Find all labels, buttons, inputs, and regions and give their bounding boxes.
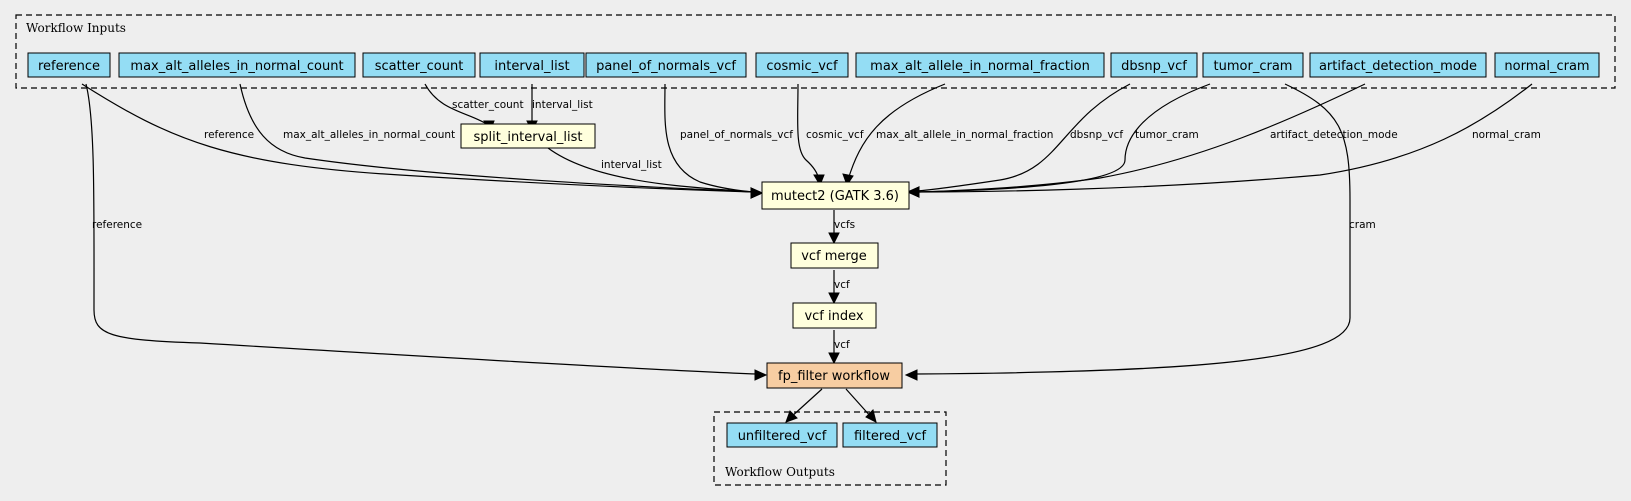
edge-split-interval-mutect xyxy=(547,147,754,193)
step-nodes: split_interval_list mutect2 (GATK 3.6) v… xyxy=(460,123,910,389)
edge-label-tumor-cram: tumor_cram xyxy=(1135,129,1199,141)
edge-label-max-alt-allele-fraction: max_alt_allele_in_normal_fraction xyxy=(876,129,1053,141)
workflow-outputs-cluster: Workflow Outputs xyxy=(713,411,947,486)
edge-label-cosmic-vcf: cosmic_vcf xyxy=(806,129,864,141)
arrowhead xyxy=(842,173,854,187)
edge-label-cram: cram xyxy=(1349,219,1376,231)
arrowhead xyxy=(828,232,840,245)
edges: scatter_count interval_list reference ma… xyxy=(81,83,1541,423)
node-label: max_alt_alleles_in_normal_count xyxy=(130,59,343,74)
input-nodes: reference max_alt_alleles_in_normal_coun… xyxy=(27,52,1600,78)
edge-label-vcf-index: vcf xyxy=(834,339,850,351)
node-fp-filter-workflow[interactable]: fp_filter workflow xyxy=(766,362,903,389)
node-filtered-vcf[interactable]: filtered_vcf xyxy=(842,422,938,448)
node-vcf-merge[interactable]: vcf merge xyxy=(790,242,879,269)
node-interval-list[interactable]: interval_list xyxy=(479,52,585,78)
node-label: cosmic_vcf xyxy=(766,59,838,74)
node-tumor-cram[interactable]: tumor_cram xyxy=(1202,52,1304,78)
edge-cosmic-vcf xyxy=(797,83,820,181)
edge-label-normal-cram: normal_cram xyxy=(1472,129,1541,141)
edge-label-interval-list: interval_list xyxy=(532,99,593,111)
node-label: split_interval_list xyxy=(473,130,582,145)
node-label: vcf merge xyxy=(801,249,867,264)
arrowhead xyxy=(785,410,798,423)
edge-tumor-cram xyxy=(916,83,1211,193)
node-label: artifact_detection_mode xyxy=(1319,59,1477,74)
workflow-outputs-title: Workflow Outputs xyxy=(725,465,835,479)
node-label: panel_of_normals_vcf xyxy=(596,59,736,74)
edge-artifact-detection-mode xyxy=(916,83,1366,193)
edge-fp-filtered xyxy=(845,388,873,419)
node-split-interval-list[interactable]: split_interval_list xyxy=(460,123,596,149)
edge-max-alt-alleles-count xyxy=(239,83,754,193)
node-label: vcf index xyxy=(804,309,863,324)
node-cosmic-vcf[interactable]: cosmic_vcf xyxy=(755,52,849,78)
arrowhead xyxy=(906,186,920,198)
edge-label-artifact-detection-mode: artifact_detection_mode xyxy=(1270,129,1398,141)
edge-cram-fp xyxy=(915,83,1351,375)
arrowhead xyxy=(754,369,768,381)
node-label: scatter_count xyxy=(375,59,464,74)
node-max-alt-allele-in-normal-fraction[interactable]: max_alt_allele_in_normal_fraction xyxy=(855,52,1105,78)
node-label: filtered_vcf xyxy=(854,429,927,444)
arrowhead xyxy=(904,369,918,381)
edge-max-alt-allele-fraction xyxy=(847,83,946,181)
edge-label-reference-mutect: reference xyxy=(204,129,254,141)
node-label: normal_cram xyxy=(1504,59,1589,74)
node-panel-of-normals-vcf[interactable]: panel_of_normals_vcf xyxy=(585,52,747,78)
edge-label-max-alt-alleles-count: max_alt_alleles_in_normal_count xyxy=(283,129,455,141)
node-label: interval_list xyxy=(494,59,569,74)
node-scatter-count[interactable]: scatter_count xyxy=(362,52,476,78)
edge-dbsnp-vcf xyxy=(916,83,1131,192)
edge-panel-of-normals xyxy=(664,83,754,193)
node-label: dbsnp_vcf xyxy=(1121,59,1187,74)
edge-fp-unfiltered xyxy=(789,388,823,419)
edge-reference-mutect xyxy=(81,83,754,193)
edge-label-scatter-count: scatter_count xyxy=(452,99,524,111)
edge-label-split-interval: interval_list xyxy=(601,159,662,171)
node-dbsnp-vcf[interactable]: dbsnp_vcf xyxy=(1110,52,1198,78)
node-label: mutect2 (GATK 3.6) xyxy=(771,189,899,204)
node-normal-cram[interactable]: normal_cram xyxy=(1494,52,1600,78)
arrowhead xyxy=(828,352,840,365)
edge-label-dbsnp-vcf: dbsnp_vcf xyxy=(1070,129,1123,141)
edge-label-vcfs: vcfs xyxy=(834,219,855,231)
workflow-inputs-cluster: Workflow Inputs xyxy=(15,14,1616,89)
edge-label-reference-fp: reference xyxy=(92,219,142,231)
node-label: unfiltered_vcf xyxy=(738,429,827,444)
workflow-inputs-title: Workflow Inputs xyxy=(26,21,126,35)
node-label: fp_filter workflow xyxy=(778,369,890,384)
node-reference[interactable]: reference xyxy=(27,52,111,78)
node-label: max_alt_allele_in_normal_fraction xyxy=(870,59,1090,74)
output-nodes: unfiltered_vcf filtered_vcf xyxy=(726,422,938,448)
node-label: reference xyxy=(38,59,100,74)
edge-label-panel-of-normals: panel_of_normals_vcf xyxy=(680,129,793,141)
edge-reference-fp xyxy=(85,83,758,375)
arrowhead xyxy=(813,174,825,187)
node-artifact-detection-mode[interactable]: artifact_detection_mode xyxy=(1309,52,1487,78)
arrowhead xyxy=(865,409,877,423)
node-max-alt-alleles-in-normal-count[interactable]: max_alt_alleles_in_normal_count xyxy=(118,52,356,78)
arrowhead xyxy=(750,187,764,199)
arrowhead xyxy=(828,292,840,305)
node-unfiltered-vcf[interactable]: unfiltered_vcf xyxy=(726,422,838,448)
node-label: tumor_cram xyxy=(1214,59,1293,74)
node-vcf-index[interactable]: vcf index xyxy=(792,302,877,329)
edge-scatter-count xyxy=(424,83,491,127)
node-mutect2[interactable]: mutect2 (GATK 3.6) xyxy=(761,181,910,210)
edge-normal-cram xyxy=(916,83,1533,193)
edge-label-vcf-merge: vcf xyxy=(834,279,850,291)
